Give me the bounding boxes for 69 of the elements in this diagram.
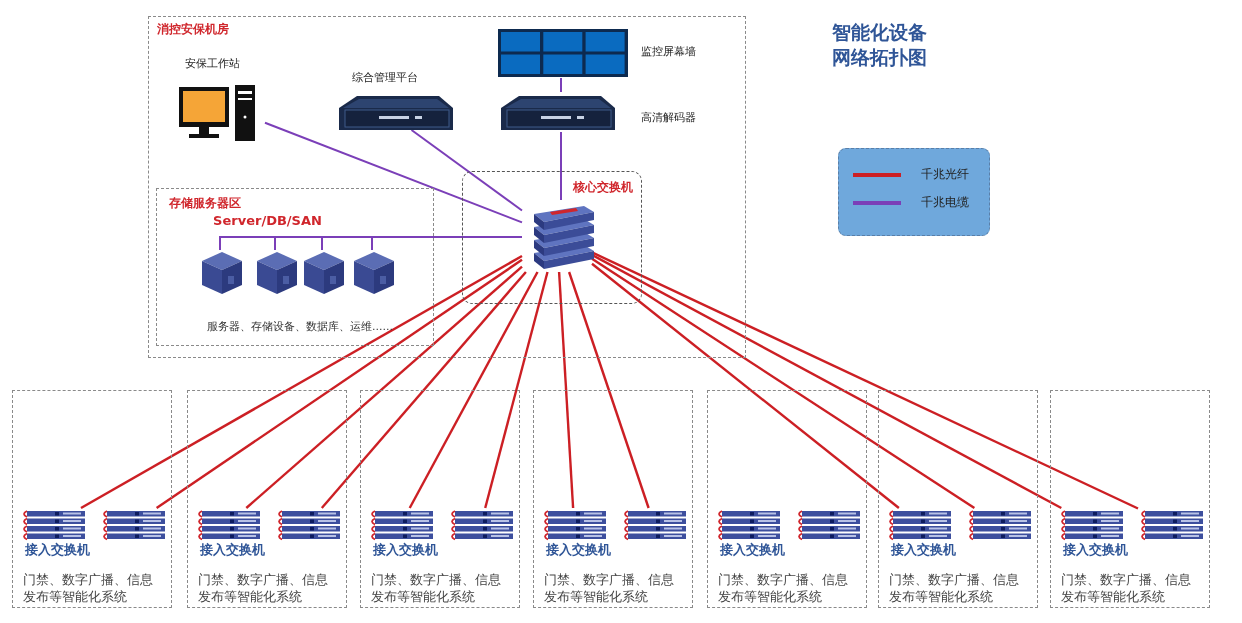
zone-title: 存储服务器区 (169, 195, 241, 212)
access-switch-icon (196, 509, 262, 541)
access-switch-icon (716, 509, 782, 541)
cable-line (591, 257, 976, 509)
cable-line (264, 121, 523, 224)
zone-subtitle: Server/DB/SAN (212, 213, 323, 228)
cable-line (320, 271, 527, 509)
group-title: 接入交换机 (891, 541, 956, 559)
group-description: 门禁、数字广播、信息发布等智能化系统 (718, 571, 849, 605)
group-description: 门禁、数字广播、信息发布等智能化系统 (1061, 571, 1192, 605)
cable-line (557, 271, 575, 509)
access-group-box (12, 390, 172, 608)
legend-label: 千兆电缆 (921, 195, 969, 210)
access-switch-icon (796, 509, 862, 541)
cable-line (560, 131, 562, 201)
device-label: 安保工作站 (185, 57, 240, 71)
server-icon (354, 252, 394, 294)
access-switch-icon (276, 509, 342, 541)
group-description: 门禁、数字广播、信息发布等智能化系统 (544, 571, 675, 605)
room-zone (148, 16, 746, 358)
cable-line (408, 271, 539, 509)
group-description: 门禁、数字广播、信息发布等智能化系统 (23, 571, 154, 605)
cable-line (567, 271, 650, 509)
server-zone (156, 188, 434, 346)
group-description: 门禁、数字广播、信息发布等智能化系统 (889, 571, 1020, 605)
device-label: 高清解码器 (641, 111, 696, 125)
access-switch-icon (887, 509, 953, 541)
device-label: 监控屏幕墙 (641, 45, 696, 59)
access-group-box (533, 390, 693, 608)
cable-line (484, 271, 549, 509)
cable-line (245, 265, 523, 509)
access-group-box (360, 390, 520, 608)
cable-line (371, 236, 523, 251)
cable-line (80, 254, 523, 510)
group-title: 接入交换机 (373, 541, 438, 559)
group-title: 接入交换机 (200, 541, 265, 559)
access-switch-icon (21, 509, 87, 541)
access-switch-icon (369, 509, 435, 541)
group-description: 门禁、数字广播、信息发布等智能化系统 (198, 571, 329, 605)
access-switch-icon (967, 509, 1033, 541)
access-group-box (1050, 390, 1210, 608)
legend-label: 千兆光纤 (921, 167, 969, 182)
access-group-box (878, 390, 1038, 608)
group-description: 门禁、数字广播、信息发布等智能化系统 (371, 571, 502, 605)
access-switch-icon (1139, 509, 1205, 541)
zone-title: 核心交换机 (573, 179, 633, 196)
cable-line (591, 262, 900, 509)
group-title: 接入交换机 (1063, 541, 1128, 559)
server-icon (202, 252, 242, 294)
device-label: 综合管理平台 (352, 71, 418, 85)
zone-note: 服务器、存储设备、数据库、运维…… (206, 320, 394, 334)
access-switch-icon (542, 509, 608, 541)
access-switch-icon (449, 509, 515, 541)
diagram-title: 智能化设备网络拓扑图 (832, 20, 928, 70)
cable-line (155, 258, 523, 509)
access-switch-icon (622, 509, 688, 541)
group-title: 接入交换机 (546, 541, 611, 559)
server-icon (257, 252, 297, 294)
access-switch-icon (1059, 509, 1125, 541)
server-icon (304, 252, 344, 294)
core-switch-zone (462, 171, 642, 304)
access-group-box (187, 390, 347, 608)
zone-title: 消控安保机房 (157, 21, 229, 38)
access-group-box (707, 390, 867, 608)
cable-line (560, 77, 562, 93)
cable-line (410, 129, 523, 212)
group-title: 接入交换机 (720, 541, 785, 559)
access-switch-icon (101, 509, 167, 541)
group-title: 接入交换机 (25, 541, 90, 559)
